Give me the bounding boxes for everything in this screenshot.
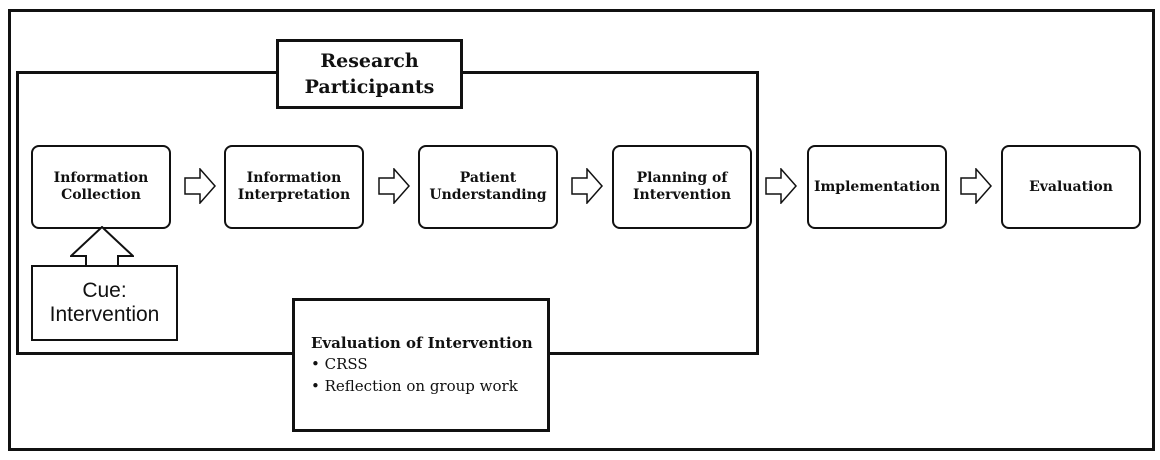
right-arrow-icon	[960, 168, 992, 204]
step-label-line1: Patient	[459, 170, 517, 186]
right-arrow-icon	[571, 168, 603, 204]
research-participants-label: Research Participants	[276, 39, 463, 109]
step-label-line2: Intervention	[633, 187, 731, 203]
evaluation-item-crss: • CRSS	[311, 355, 368, 373]
right-arrow-icon	[184, 168, 216, 204]
step-label-line1: Information	[53, 170, 149, 186]
outer-frame	[8, 9, 1155, 451]
step-label-line2: Understanding	[429, 187, 547, 203]
right-arrow-icon	[765, 168, 797, 204]
cue-line2: Intervention	[49, 303, 160, 326]
step-label-line2: Interpretation	[237, 187, 351, 203]
up-arrow-icon	[70, 226, 134, 268]
research-participants-line2: Participants	[304, 76, 435, 98]
evaluation-title: Evaluation of Intervention	[311, 334, 533, 352]
step-label-line1: Planning of	[636, 170, 728, 186]
step-evaluation: Evaluation	[1001, 145, 1141, 229]
evaluation-item-reflection: • Reflection on group work	[311, 377, 518, 395]
right-arrow-icon	[378, 168, 410, 204]
step-label-line2: Collection	[61, 187, 141, 203]
research-participants-line1: Research	[320, 50, 419, 72]
evaluation-of-intervention-box: Evaluation of Intervention • CRSS • Refl…	[292, 298, 550, 432]
cue-intervention-box: Cue: Intervention	[31, 265, 178, 341]
step-label-line1: Information	[246, 170, 342, 186]
step-label-line1: Implementation	[813, 178, 941, 195]
step-label-line1: Evaluation	[1029, 178, 1113, 195]
step-implementation: Implementation	[807, 145, 947, 229]
cue-line1: Cue:	[82, 279, 127, 302]
